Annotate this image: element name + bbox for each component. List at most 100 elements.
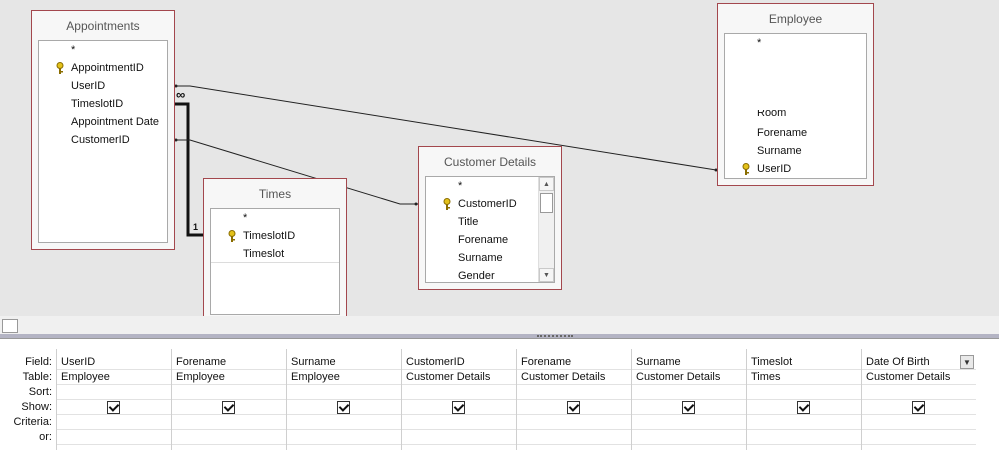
show-checkbox[interactable] — [912, 401, 925, 414]
grid-table-cell[interactable]: Times — [747, 370, 861, 385]
chevron-down-icon[interactable]: ▼ — [960, 355, 974, 369]
field-list[interactable]: * AppointmentID UserID TimeslotID Appoin… — [38, 40, 168, 243]
grid-criteria-cell[interactable] — [747, 415, 861, 430]
grid-table-cell[interactable]: Employee — [57, 370, 171, 385]
pane-splitter[interactable] — [0, 316, 999, 338]
show-checkbox[interactable] — [682, 401, 695, 414]
grid-or-cell[interactable] — [862, 430, 976, 445]
table-times[interactable]: Times * TimeslotID Timeslot — [203, 178, 347, 316]
field-list[interactable]: * Room Forename Surname UserID — [724, 33, 867, 179]
row-label-table: Table: — [22, 371, 52, 383]
grid-criteria-cell[interactable] — [517, 415, 631, 430]
grid-sort-cell[interactable] — [172, 385, 286, 400]
grid-table-cell[interactable]: Employee — [287, 370, 401, 385]
grid-criteria-cell[interactable] — [57, 415, 171, 430]
grid-sort-cell[interactable] — [862, 385, 976, 400]
field-item[interactable]: * — [71, 44, 76, 56]
field-item[interactable]: Title — [458, 216, 479, 228]
grid-field-cell[interactable]: Forename — [517, 355, 631, 370]
field-item[interactable]: Timeslot — [211, 245, 339, 263]
grid-sort-cell[interactable] — [57, 385, 171, 400]
grid-sort-cell[interactable] — [517, 385, 631, 400]
field-item[interactable]: TimeslotID — [211, 227, 339, 245]
field-item[interactable]: * — [757, 37, 762, 49]
grid-field-cell[interactable]: Forename — [172, 355, 286, 370]
grid-or-cell[interactable] — [402, 430, 516, 445]
field-item[interactable]: CustomerID — [426, 195, 554, 213]
field-item[interactable]: Forename — [757, 127, 808, 139]
grid-field-cell[interactable]: UserID — [57, 355, 171, 370]
join-line-customerid[interactable] — [174, 139, 418, 205]
grid-field-cell[interactable]: Surname — [287, 355, 401, 370]
field-item[interactable]: AppointmentID — [39, 59, 167, 77]
grid-table-cell[interactable]: Customer Details — [517, 370, 631, 385]
grid-sort-cell[interactable] — [632, 385, 746, 400]
key-icon — [443, 198, 451, 210]
splitter-grip[interactable] — [537, 335, 573, 337]
grid-or-cell[interactable] — [632, 430, 746, 445]
table-customer-details[interactable]: Customer Details * CustomerID Title Fore… — [418, 146, 562, 290]
grid-or-cell[interactable] — [57, 430, 171, 445]
grid-field-cell[interactable]: CustomerID — [402, 355, 516, 370]
show-checkbox[interactable] — [797, 401, 810, 414]
field-item[interactable]: Surname — [458, 252, 503, 264]
grid-or-cell[interactable] — [517, 430, 631, 445]
scrollbar-thumb[interactable] — [540, 193, 553, 213]
grid-sort-cell[interactable] — [402, 385, 516, 400]
field-item[interactable]: CustomerID — [71, 134, 130, 146]
grid-or-cell[interactable] — [172, 430, 286, 445]
scroll-up-icon[interactable]: ▲ — [539, 177, 554, 191]
field-list-scrollbar[interactable]: ▲ ▼ — [538, 177, 554, 282]
scroll-down-icon[interactable]: ▼ — [539, 268, 554, 282]
table-employee[interactable]: Employee * Room Forename Surname UserID — [717, 3, 874, 186]
query-design-grid[interactable]: Field: Table: Sort: Show: Criteria: or: … — [0, 338, 999, 450]
grid-criteria-cell[interactable] — [632, 415, 746, 430]
field-item[interactable]: TimeslotID — [71, 98, 124, 110]
grid-table-cell[interactable]: Customer Details — [632, 370, 746, 385]
field-list[interactable]: * TimeslotID Timeslot — [210, 208, 340, 315]
grid-field-cell[interactable]: Date Of Birth▼ — [862, 355, 976, 370]
field-item[interactable]: UserID — [725, 160, 866, 178]
grid-criteria-cell[interactable] — [402, 415, 516, 430]
grid-or-cell[interactable] — [287, 430, 401, 445]
show-checkbox[interactable] — [107, 401, 120, 414]
grid-table-cell[interactable]: Customer Details — [402, 370, 516, 385]
field-item[interactable]: Forename — [458, 234, 509, 246]
grid-criteria-cell[interactable] — [287, 415, 401, 430]
grid-table-cell[interactable]: Customer Details — [862, 370, 976, 385]
grid-or-cell[interactable] — [747, 430, 861, 445]
grid-field-cell[interactable]: Surname — [632, 355, 746, 370]
field-item[interactable]: Gender — [458, 270, 495, 282]
grid-selector-box[interactable] — [2, 319, 18, 333]
grid-column[interactable]: Date Of Birth▼Customer Details — [861, 349, 976, 450]
grid-sort-cell[interactable] — [747, 385, 861, 400]
field-list[interactable]: * CustomerID Title Forename Surname Gend… — [425, 176, 555, 283]
grid-sort-cell[interactable] — [287, 385, 401, 400]
query-design-pane[interactable]: ∞ 1 Appointments * AppointmentID UserID … — [0, 0, 999, 316]
grid-table-cell[interactable]: Employee — [172, 370, 286, 385]
grid-field-cell[interactable]: Timeslot — [747, 355, 861, 370]
field-item[interactable]: Room — [757, 107, 787, 119]
show-checkbox[interactable] — [337, 401, 350, 414]
grid-criteria-cell[interactable] — [862, 415, 976, 430]
field-item[interactable]: Appointment Date — [71, 116, 160, 128]
field-item[interactable]: * — [243, 212, 248, 224]
table-appointments[interactable]: Appointments * AppointmentID UserID Time… — [31, 10, 175, 250]
show-checkbox[interactable] — [567, 401, 580, 414]
join-line-timeslotid[interactable] — [174, 102, 204, 237]
field-item[interactable]: UserID — [71, 80, 106, 92]
field-item[interactable]: * — [458, 180, 463, 192]
show-checkbox[interactable] — [452, 401, 465, 414]
field-list-mask — [725, 94, 866, 110]
grid-criteria-cell[interactable] — [172, 415, 286, 430]
show-checkbox[interactable] — [222, 401, 235, 414]
field-item[interactable]: Surname — [757, 145, 802, 157]
splitter-bar[interactable] — [0, 334, 999, 338]
